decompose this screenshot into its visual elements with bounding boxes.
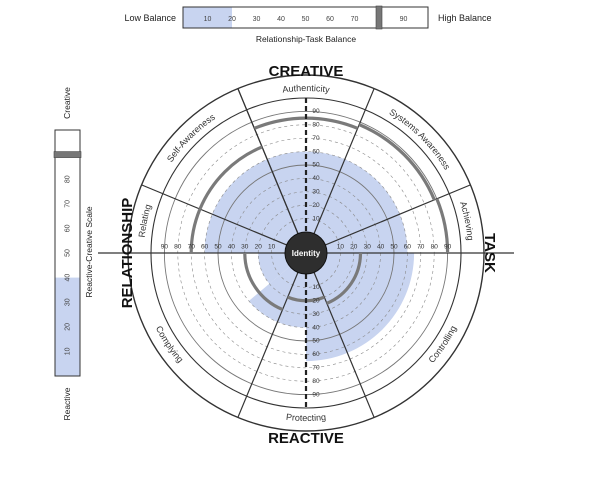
vscale-tick-label: 60 [64, 224, 71, 232]
vscale-tick-label: 40 [64, 274, 71, 282]
scale-tick-label: 70 [188, 244, 196, 251]
segment-label-text: Authenticity [282, 83, 331, 95]
scale-tick-label: 20 [312, 202, 320, 209]
scale-tick-label: 90 [312, 391, 320, 398]
balance-caption: Relationship-Task Balance [256, 34, 356, 44]
scale-tick-label: 50 [312, 162, 320, 169]
scale-tick-label: 80 [174, 244, 182, 251]
balance-right-label: High Balance [438, 13, 492, 23]
segment-label-relating: Relating [137, 203, 153, 238]
balance-tick-label: 40 [277, 16, 285, 23]
vscale-tick-label: 30 [64, 298, 71, 306]
segment-label-text: Relating [137, 203, 153, 238]
segment-label-authenticity: Authenticity [282, 83, 331, 95]
heading-creative: CREATIVE [269, 63, 344, 80]
segment-score-arc [358, 123, 436, 201]
segment-score-arc [198, 145, 263, 210]
leadership-circle: 10 10 10 10 20 20 20 20 30 30 30 30 40 40 40 40 50 50 50 50… [98, 74, 514, 432]
vscale-tick-label: 80 [64, 175, 71, 183]
balance-marker [375, 5, 383, 30]
score-area-reactive [248, 253, 306, 328]
scale-tick-label: 40 [312, 324, 320, 331]
scale-tick-label: 30 [312, 189, 320, 196]
vscale-tick-label: 20 [64, 323, 71, 331]
vscale-tick-label: 70 [64, 200, 71, 208]
scale-tick-label: 70 [312, 135, 320, 142]
scale-tick-label: 50 [214, 244, 222, 251]
scale-tick-label: 20 [255, 244, 263, 251]
identity-core [284, 231, 328, 275]
segment-divider [237, 272, 299, 418]
balance-tick-label: 30 [253, 16, 261, 23]
vscale-bottom-label: Reactive [62, 387, 72, 420]
segment-label-text: Achieving [458, 200, 475, 241]
balance-tick-label: 90 [400, 16, 408, 23]
scale-tick-label: 30 [241, 244, 249, 251]
scale-tick-label: 40 [312, 175, 320, 182]
segment-label-achieving: Achieving [458, 200, 475, 241]
scale-tick-label: 30 [312, 311, 320, 318]
vscale-tick-label: 10 [64, 347, 71, 355]
heading-relationship: RELATIONSHIP [119, 198, 136, 309]
balance-tick-label: 70 [351, 16, 359, 23]
scale-tick-label: 10 [312, 215, 320, 222]
relationship-task-balance-bar: 10 20 30 40 50 60 70 90 [182, 5, 429, 30]
scale-tick-label: 50 [390, 244, 398, 251]
vscale-frame [54, 129, 81, 377]
vscale-fill [55, 277, 80, 376]
scale-tick-label: 90 [161, 244, 169, 251]
scale-tick-label: 20 [350, 244, 358, 251]
segment-divider [141, 184, 287, 246]
scale-tick-label: 10 [268, 244, 276, 251]
segment-score-arc [326, 252, 363, 305]
vscale-caption: Reactive-Creative Scale [84, 206, 94, 297]
balance-frame [182, 6, 429, 29]
scale-tick-label: 30 [364, 244, 372, 251]
balance-tick-label: 20 [228, 16, 236, 23]
segment-label-self_awareness: Self-Awareness [165, 112, 217, 164]
scale-tick-label: 60 [312, 351, 320, 358]
scale-tick-label: 60 [201, 244, 209, 251]
scale-tick-label: 50 [312, 338, 320, 345]
segment-divider [237, 88, 299, 234]
segment-divider [313, 272, 375, 418]
scale-tick-label: 70 [312, 365, 320, 372]
segment-score-arc [243, 252, 284, 312]
scale-tick-label: 20 [312, 298, 320, 305]
scale-tick-label: 40 [228, 244, 236, 251]
score-area-task-reactive [306, 253, 415, 362]
segment-divider [313, 88, 375, 234]
scale-tick-label: 70 [417, 244, 425, 251]
vscale-marker [53, 151, 82, 158]
segment-score-arc [435, 198, 450, 254]
identity-label: Identity [292, 249, 321, 258]
segment-label-text: Protecting [286, 412, 327, 423]
scale-tick-label: 90 [312, 108, 320, 115]
scale-tick-label: 60 [312, 148, 320, 155]
segment-score-arc [189, 208, 202, 254]
vscale-tick-label: 50 [64, 249, 71, 257]
scale-tick-label: 60 [404, 244, 412, 251]
balance-fill [183, 7, 232, 28]
balance-tick-label: 10 [204, 16, 212, 23]
heading-reactive: REACTIVE [268, 430, 344, 447]
balance-tick-label: 50 [302, 16, 310, 23]
segment-divider [325, 184, 471, 246]
scale-tick-label: 90 [444, 244, 452, 251]
scale-tick-label: 80 [312, 122, 320, 129]
vscale-top-label: Creative [62, 87, 72, 119]
scale-tick-label: 40 [377, 244, 385, 251]
balance-tick-label: 60 [326, 16, 334, 23]
scale-tick-label: 10 [337, 244, 345, 251]
scale-tick-label: 10 [312, 284, 320, 291]
heading-task: TASK [481, 233, 498, 273]
segment-label-text: Self-Awareness [165, 112, 217, 164]
scale-tick-label: 80 [312, 378, 320, 385]
segment-label-protecting: Protecting [286, 412, 327, 423]
scale-tick-label: 80 [431, 244, 439, 251]
reactive-creative-scale: 10 20 30 40 50 60 70 80 [53, 129, 82, 377]
balance-left-label: Low Balance [124, 13, 176, 23]
